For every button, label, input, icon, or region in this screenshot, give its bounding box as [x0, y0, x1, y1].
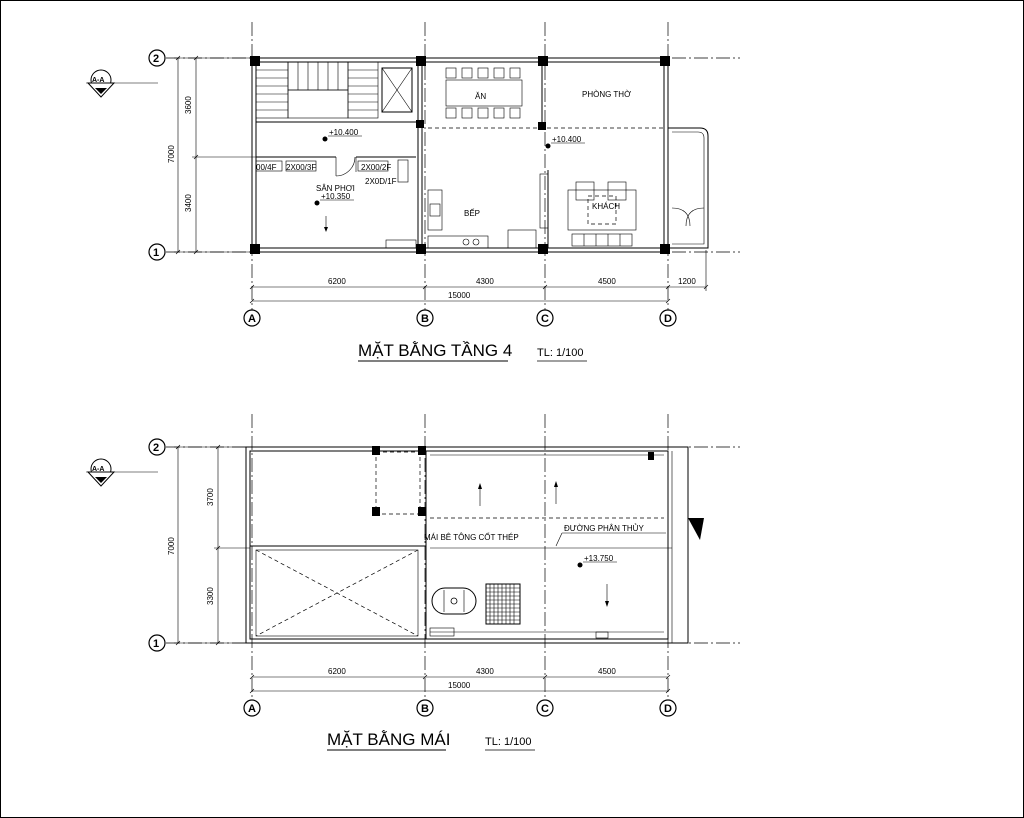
level-text-2: +10.400: [552, 135, 582, 144]
level-marker: +10.400: [545, 135, 585, 149]
slope-marker-icon: [688, 518, 704, 540]
level-text-roof: +13.750: [584, 554, 614, 563]
ridge-line-label: ĐƯỜNG PHÂN THỦY: [564, 524, 644, 533]
level-text-3: +10.350: [321, 192, 351, 201]
level-marker: +13.750: [577, 554, 617, 568]
axis-bubble-c: C: [536, 309, 554, 327]
svg-text:C: C: [541, 313, 549, 325]
dim-left-2: 3300: [206, 587, 215, 605]
room-label-san-phoi: SÂN PHƠI: [316, 184, 355, 193]
axis-bubble-b: B: [416, 699, 434, 717]
room-label-an: ĂN: [475, 92, 486, 101]
dim-bottom-total: 15000: [448, 291, 471, 300]
roof-slab-label: MÁI BÊ TÔNG CỐT THÉP: [424, 532, 519, 542]
door-swing: [335, 156, 356, 177]
room-label-phong-tho: PHÒNG THỜ: [582, 90, 631, 99]
svg-text:B: B: [421, 703, 429, 715]
window-tag: 2X00/2F: [361, 163, 391, 172]
roof-outline: [245, 446, 689, 644]
axis-bubble-2: 2: [148, 438, 166, 456]
plan-title-floor4: MẶT BẰNG TẦNG 4: [358, 341, 512, 360]
dim-left-1: 3700: [206, 488, 215, 506]
axis-bubble-d: D: [659, 699, 677, 717]
section-mark-label: A-A: [92, 466, 104, 473]
room-label-khach: KHÁCH: [592, 202, 620, 211]
svg-text:D: D: [664, 313, 672, 325]
dim-bottom-1: 6200: [328, 667, 346, 676]
dim-bottom-total: 15000: [448, 681, 471, 690]
skylight-opening: [255, 549, 419, 637]
axis-bubble-1: 1: [148, 243, 166, 261]
water-tank-icon: [431, 587, 477, 615]
section-mark-icon: A-A: [86, 69, 158, 98]
svg-text:2: 2: [153, 442, 159, 454]
axis-bubble-a: A: [243, 699, 261, 717]
svg-text:2: 2: [153, 53, 159, 65]
section-mark-icon: A-A: [86, 458, 158, 487]
window-tag: 2X0D/1F: [365, 177, 397, 186]
dim-left-total: 7000: [167, 145, 176, 163]
svg-text:1: 1: [153, 247, 159, 259]
level-text-1: +10.400: [329, 128, 359, 137]
plan-scale-roof: TL: 1/100: [485, 736, 531, 748]
svg-text:C: C: [541, 703, 549, 715]
svg-text:A: A: [248, 703, 256, 715]
dim-bottom-3: 4500: [598, 277, 616, 286]
axis-bubble-d: D: [659, 309, 677, 327]
floor4-plan: ĂN PHÒNG THỜ SÂN PHƠI BẾP KHÁCH +10.400 …: [86, 22, 740, 362]
roof-plan: MÁI BÊ TÔNG CỐT THÉP ĐƯỜNG PHÂN THỦY +13…: [86, 414, 740, 751]
dim-bottom-2: 4300: [476, 667, 494, 676]
lift-shaft: [381, 67, 413, 113]
axis-bubble-b: B: [416, 309, 434, 327]
window-tag: 2X00/3F: [286, 163, 316, 172]
axis-bubble-a: A: [243, 309, 261, 327]
svg-text:A: A: [248, 313, 256, 325]
stair-roof: [375, 451, 421, 515]
dim-left-1: 3600: [184, 96, 193, 114]
axis-bubble-c: C: [536, 699, 554, 717]
dim-bottom-1: 6200: [328, 277, 346, 286]
outer-wall: [251, 57, 669, 253]
level-marker: +10.350: [314, 192, 354, 206]
kitchen-counter: [385, 173, 549, 249]
axis-bubble-1: 1: [148, 634, 166, 652]
svg-text:1: 1: [153, 638, 159, 650]
dim-bottom-4: 1200: [678, 277, 696, 286]
staircase: [255, 61, 379, 119]
section-mark-label: A-A: [92, 77, 104, 84]
sofa-set: [567, 181, 637, 247]
dim-bottom-2: 4300: [476, 277, 494, 286]
plan-scale-floor4: TL: 1/100: [537, 347, 583, 359]
axis-bubble-2: 2: [148, 49, 166, 67]
room-label-bep: BẾP: [464, 208, 480, 218]
dining-table: [445, 67, 523, 119]
solar-panel-icon: [485, 583, 521, 625]
dim-left-total: 7000: [167, 537, 176, 555]
plan-title-roof: MẶT BẰNG MÁI: [327, 730, 450, 749]
dim-left-2: 3400: [184, 194, 193, 212]
dim-bottom-3: 4500: [598, 667, 616, 676]
balcony-bay: [668, 127, 709, 249]
svg-text:B: B: [421, 313, 429, 325]
svg-text:D: D: [664, 703, 672, 715]
window-tag: 00/4F: [256, 163, 277, 172]
level-marker: +10.400: [322, 128, 362, 142]
